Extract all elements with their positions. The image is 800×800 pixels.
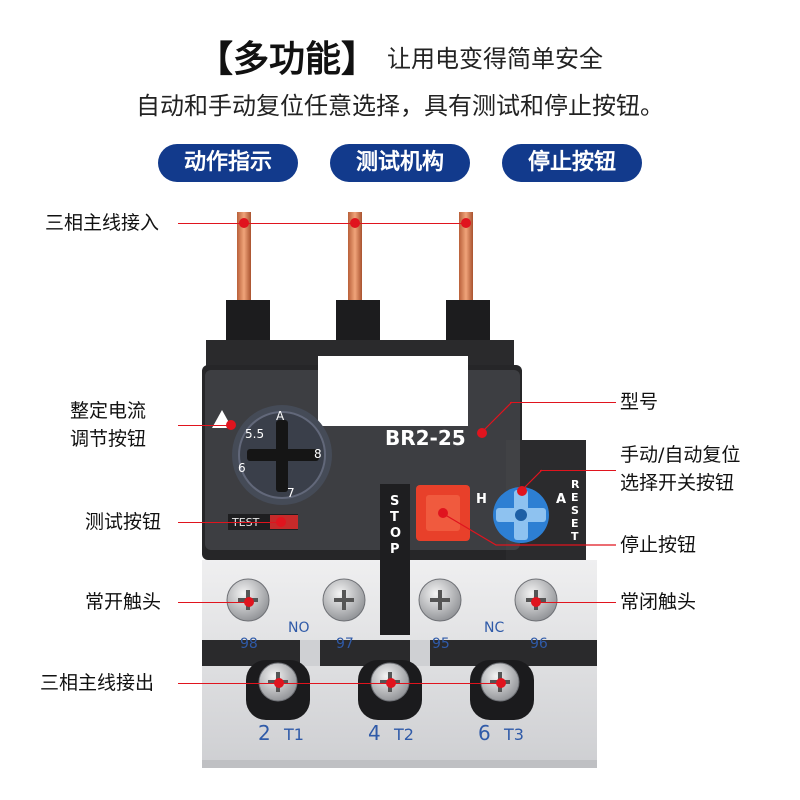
h-label: H	[476, 492, 487, 507]
leader-line	[178, 602, 248, 603]
marker-dot	[276, 517, 286, 527]
terminal-97: 97	[336, 636, 354, 652]
marker-dot	[517, 486, 527, 496]
output-6: 6	[478, 721, 491, 745]
terminal-nc: NC	[484, 620, 504, 636]
feature-pill-test-mechanism: 测试机构	[330, 144, 470, 182]
terminal-no: NO	[288, 620, 310, 636]
page-subtitle: 自动和手动复位任意选择，具有测试和停止按钮。	[136, 92, 664, 120]
callout-setting-current-2: 调节按钮	[70, 428, 147, 450]
dial-label-5-5: 5.5	[245, 427, 264, 441]
callout-test-button: 测试按钮	[85, 511, 162, 533]
marker-dot	[350, 218, 360, 228]
feature-pill-stop-button: 停止按钮	[502, 144, 642, 182]
marker-dot	[496, 678, 506, 688]
terminal-95: 95	[432, 636, 450, 652]
svg-text:T: T	[571, 530, 579, 543]
callout-three-phase-out: 三相主线接出	[40, 672, 155, 694]
marker-dot	[386, 678, 396, 688]
callout-nc-contact: 常闭触头	[620, 591, 697, 613]
leader-line	[178, 522, 278, 523]
callout-reset-selector-2: 选择开关按钮	[620, 472, 735, 494]
dial-label-8: 8	[314, 447, 322, 461]
leader-line	[510, 402, 616, 403]
leader-line	[540, 470, 616, 471]
reset-vertical-label: R E S E T	[571, 478, 580, 543]
page-title: 【多功能】	[196, 39, 377, 80]
callout-setting-current-1: 整定电流	[70, 400, 147, 422]
svg-text:O: O	[390, 526, 401, 541]
marker-dot	[239, 218, 249, 228]
copper-pin-2	[348, 212, 362, 312]
dial-label-a: A	[276, 409, 285, 423]
leader-line-diagonal	[481, 401, 513, 433]
leader-line-diagonal	[441, 512, 616, 546]
copper-pins	[237, 212, 473, 312]
callout-three-phase-in: 三相主线接入	[45, 212, 160, 234]
svg-text:E: E	[571, 491, 579, 504]
copper-pin-1	[237, 212, 251, 312]
svg-text:E: E	[571, 517, 579, 530]
terminal-96: 96	[530, 636, 548, 652]
leader-line	[536, 602, 616, 603]
marker-dot	[244, 597, 254, 607]
page-title-suffix: 让用电变得简单安全	[387, 44, 603, 73]
marker-dot	[531, 597, 541, 607]
marker-dot	[226, 420, 236, 430]
stop-vertical-label: S T O P	[390, 494, 401, 557]
a-label: A	[556, 492, 566, 507]
output-4: 4	[368, 721, 381, 745]
output-t2: T2	[393, 725, 414, 744]
svg-text:S: S	[390, 494, 399, 509]
copper-pin-3	[459, 212, 473, 312]
output-t1: T1	[283, 725, 304, 744]
header-title: 【多功能】让用电变得简单安全	[0, 30, 800, 82]
dial-label-6: 6	[238, 461, 246, 475]
model-label: BR2-25	[385, 426, 466, 450]
marker-dot	[274, 678, 284, 688]
callout-stop-button: 停止按钮	[620, 534, 697, 556]
marker-dot	[461, 218, 471, 228]
dial-label-7: 7	[287, 486, 295, 500]
terminal-98: 98	[240, 636, 258, 652]
leader-line-diagonal	[521, 469, 543, 491]
svg-text:P: P	[390, 542, 400, 557]
leader-line	[178, 223, 468, 224]
output-t3: T3	[503, 725, 524, 744]
callout-no-contact: 常开触头	[85, 591, 162, 613]
marker-dot	[477, 428, 487, 438]
feature-pill-action-indicator: 动作指示	[158, 144, 298, 182]
svg-text:S: S	[571, 504, 579, 517]
output-2: 2	[258, 721, 271, 745]
svg-text:R: R	[571, 478, 580, 491]
main-terminals	[246, 660, 534, 720]
svg-text:T: T	[390, 510, 399, 525]
leader-line	[178, 683, 500, 684]
current-dial: 5.5 A 6 7 8	[232, 405, 332, 505]
marker-dot	[438, 508, 448, 518]
callout-reset-selector-1: 手动/自动复位	[620, 444, 741, 466]
callout-model: 型号	[620, 391, 659, 413]
leader-line	[178, 425, 228, 426]
